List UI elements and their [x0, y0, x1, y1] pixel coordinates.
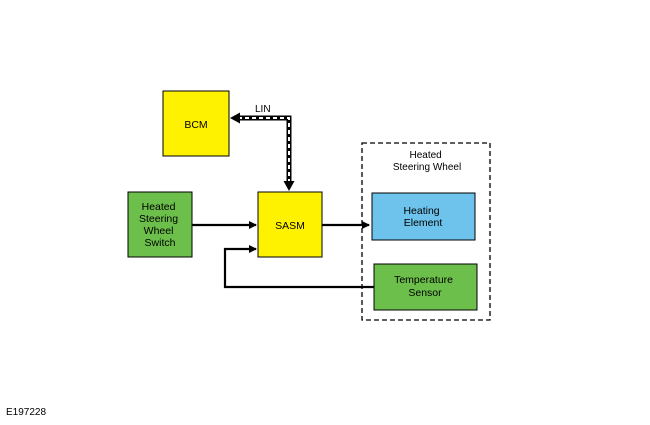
switch-label-line-3: Wheel: [144, 225, 174, 237]
sasm-box: [257, 191, 323, 258]
switch-label-line-4: Switch: [145, 237, 176, 249]
sasm-label: SASM: [275, 220, 305, 232]
heating-element-label-line-1: Heating: [403, 205, 439, 217]
heated-steering-wheel-switch-node: Heated Steering Wheel Switch: [127, 191, 193, 258]
temperature-sensor-box: [373, 263, 478, 311]
heating-element-box: [371, 192, 476, 241]
sasm-node: SASM: [257, 191, 323, 258]
switch-label-line-1: Heated: [142, 201, 176, 213]
temperature-sensor-label-line-2: Sensor: [408, 287, 442, 299]
group-label: Heated Steering Wheel: [393, 150, 461, 173]
temperature-sensor-label: Temperature Sensor: [394, 274, 456, 299]
heated-steering-wheel-group: [361, 142, 491, 321]
switch-label: Heated Steering Wheel Switch: [139, 201, 181, 249]
switch-box: [127, 191, 193, 258]
lin-bus-connection: [230, 112, 295, 191]
lin-arrow-to-sasm: [283, 181, 295, 191]
heating-element-node: Heating Element: [371, 192, 476, 241]
heating-element-label: Heating Element: [403, 205, 442, 229]
bcm-node: BCM: [162, 90, 230, 157]
bcm-label: BCM: [184, 119, 207, 131]
temperature-sensor-label-line-1: Temperature: [394, 274, 453, 286]
bcm-box: [162, 90, 230, 157]
group-label-line-2: Steering Wheel: [393, 162, 461, 173]
lin-arrow-to-bcm: [230, 112, 240, 124]
lin-label: LIN: [255, 104, 271, 115]
switch-label-line-2: Steering: [139, 213, 178, 225]
group-label-line-1: Heated: [409, 150, 441, 161]
temperature-sensor-node: Temperature Sensor: [373, 263, 478, 311]
reference-code: E197228: [6, 407, 46, 418]
heating-element-label-line-2: Element: [404, 217, 443, 229]
temperature-sensor-to-sasm-arrow: [223, 245, 374, 289]
